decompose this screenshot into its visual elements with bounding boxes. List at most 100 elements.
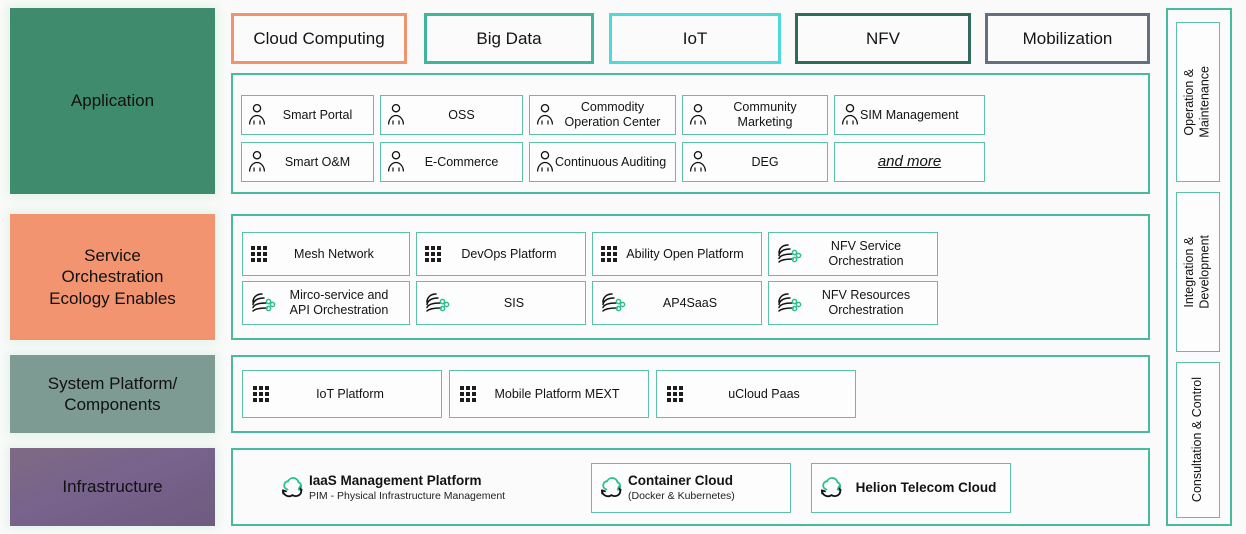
- layer-label-system-text: System Platform/Components: [47, 373, 178, 414]
- application-smart-o-m-tile[interactable]: Smart O&M: [241, 142, 374, 182]
- person-icon: [386, 103, 406, 127]
- grid-dots-icon: [425, 246, 441, 262]
- system-iot-platform-label: IoT Platform: [316, 386, 384, 401]
- service-mesh-network-label: Mesh Network: [294, 246, 374, 261]
- panel-system: IoT Platform Mobile Platform MEXT uCloud P…: [231, 355, 1150, 433]
- service-sis-tile[interactable]: SIS: [416, 281, 586, 325]
- tile-subtitle: (Docker & Kubernetes): [628, 490, 735, 503]
- system-mobile-platform-mext-tile[interactable]: Mobile Platform MEXT: [449, 370, 649, 418]
- application-and-more-tile[interactable]: and more: [834, 142, 985, 182]
- category-chip-label: Mobilization: [1022, 28, 1113, 48]
- rail-cell-integration-development[interactable]: Integration &Development: [1176, 192, 1220, 352]
- tile-title: Container Cloud: [628, 473, 733, 489]
- category-chip-label: NFV: [866, 28, 900, 48]
- person-icon: [840, 103, 860, 127]
- layer-label-infrastructure: Infrastructure: [10, 448, 215, 526]
- tile-title: IaaS Management Platform: [309, 473, 482, 489]
- rail-cell-label: Operation &Maintenance: [1182, 66, 1212, 138]
- infrastructure-container-cloud-tile[interactable]: Container Cloud(Docker & Kubernetes): [591, 463, 791, 513]
- application-smart-o-m-label: Smart O&M: [284, 154, 351, 169]
- grid-dots-icon: [460, 386, 476, 402]
- grid-dots-icon: [601, 246, 617, 262]
- category-chip-cloud-computing[interactable]: Cloud Computing: [231, 13, 407, 64]
- application-e-commerce-label: E-Commerce: [424, 154, 499, 169]
- application-continuous-auditing-tile[interactable]: Continuous Auditing: [529, 142, 676, 182]
- service-devops-platform-tile[interactable]: DevOps Platform: [416, 232, 586, 276]
- tile-title: Helion Telecom Cloud: [855, 479, 997, 495]
- layer-label-infrastructure-text: Infrastructure: [62, 477, 163, 497]
- application-smart-portal-tile[interactable]: Smart Portal: [241, 95, 374, 135]
- service-ability-open-platform-label: Ability Open Platform: [626, 246, 744, 261]
- orchestration-icon: [601, 291, 627, 315]
- person-icon: [688, 103, 708, 127]
- system-ucloud-paas-tile[interactable]: uCloud Paas: [656, 370, 856, 418]
- person-icon: [386, 150, 406, 174]
- tile-subtitle: PIM - Physical Infrastructure Management: [309, 490, 506, 503]
- person-icon: [535, 103, 555, 127]
- person-icon: [688, 150, 708, 174]
- system-iot-platform-tile[interactable]: IoT Platform: [242, 370, 442, 418]
- category-chip-mobilization[interactable]: Mobilization: [985, 13, 1150, 64]
- application-oss-label: OSS: [448, 107, 475, 122]
- category-chip-label: IoT: [682, 28, 708, 48]
- grid-dots-icon: [251, 246, 267, 262]
- rail-cell-consultation-control[interactable]: Consultation & Control: [1176, 362, 1220, 518]
- orchestration-icon: [777, 242, 803, 266]
- panel-service: Mesh Network DevOps Platform Ability Open …: [231, 214, 1150, 340]
- service-mesh-network-tile[interactable]: Mesh Network: [242, 232, 410, 276]
- application-e-commerce-tile[interactable]: E-Commerce: [380, 142, 523, 182]
- application-sim-management-label: SIM Management: [860, 107, 959, 122]
- rail-cell-operation-maintenance[interactable]: Operation &Maintenance: [1176, 22, 1220, 182]
- service-ap4saas-tile[interactable]: AP4SaaS: [592, 281, 762, 325]
- service-ability-open-platform-tile[interactable]: Ability Open Platform: [592, 232, 762, 276]
- application-smart-portal-label: Smart Portal: [282, 107, 353, 122]
- application-sim-management-tile[interactable]: SIM Management: [834, 95, 985, 135]
- service-ap4saas-label: AP4SaaS: [662, 295, 718, 310]
- application-oss-tile[interactable]: OSS: [380, 95, 523, 135]
- application-and-more-label: and more: [877, 153, 942, 170]
- person-icon: [535, 150, 555, 174]
- layer-label-application-text: Application: [70, 91, 155, 111]
- orchestration-icon: [425, 291, 451, 315]
- category-chip-big-data[interactable]: Big Data: [424, 13, 594, 64]
- category-chip-iot[interactable]: IoT: [609, 13, 781, 64]
- infrastructure-helion-telecom-cloud-label: Helion Telecom Cloud: [848, 480, 1004, 497]
- layer-label-application: Application: [10, 8, 215, 194]
- lifecycle-rail: Operation &Maintenance Integration &Deve…: [1166, 8, 1232, 526]
- orchestration-icon: [777, 291, 803, 315]
- rail-cell-label: Integration &Development: [1182, 235, 1212, 309]
- category-chip-nfv[interactable]: NFV: [795, 13, 971, 64]
- system-ucloud-paas-label: uCloud Paas: [728, 386, 800, 401]
- category-chip-label: Big Data: [476, 28, 542, 48]
- category-chip-label: Cloud Computing: [253, 28, 385, 48]
- infrastructure-helion-telecom-cloud-tile[interactable]: Helion Telecom Cloud: [811, 463, 1011, 513]
- application-deg-tile[interactable]: DEG: [682, 142, 828, 182]
- person-icon: [247, 103, 267, 127]
- cloud-sync-icon: [279, 475, 309, 501]
- grid-dots-icon: [667, 386, 683, 402]
- grid-dots-icon: [253, 386, 269, 402]
- service-sis-label: SIS: [503, 295, 525, 310]
- system-mobile-platform-mext-label: Mobile Platform MEXT: [494, 386, 620, 401]
- cloud-sync-icon: [598, 475, 628, 501]
- person-icon: [247, 150, 267, 174]
- infrastructure-container-cloud-label: Container Cloud(Docker & Kubernetes): [628, 473, 784, 502]
- service-devops-platform-label: DevOps Platform: [461, 246, 557, 261]
- application-deg-label: DEG: [751, 154, 779, 169]
- orchestration-icon: [251, 291, 277, 315]
- application-continuous-auditing-label: Continuous Auditing: [555, 154, 667, 169]
